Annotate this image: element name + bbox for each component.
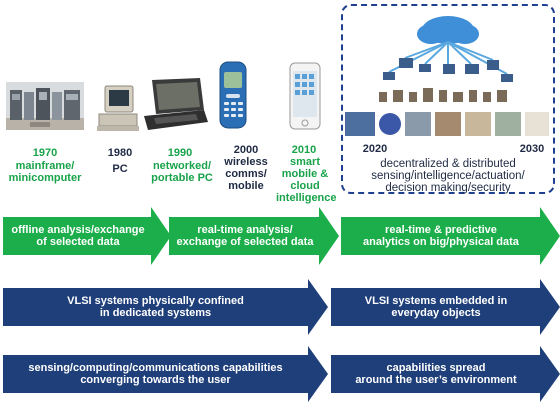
arrow-capabilities-converging: sensing/computing/communications capabil… — [3, 346, 328, 402]
laptop-image — [138, 76, 210, 132]
arrow-vlsi-embedded: VLSI systems embedded in everyday object… — [331, 279, 560, 335]
cloud-connected-devices-image — [345, 8, 551, 138]
arrow-offline-analysis: offline analysis/exchange of selected da… — [3, 207, 171, 265]
pc-image — [95, 82, 141, 132]
future-era-frame — [341, 4, 555, 194]
arrow-predictive-analytics-text: real-time & predictive analytics on big/… — [363, 224, 519, 248]
arrow-capabilities-converging-text: sensing/computing/communications capabil… — [28, 362, 283, 386]
year-1990: 1990 — [167, 147, 193, 159]
arrow-capabilities-spread-text: capabilities spread around the user’s en… — [355, 362, 517, 386]
year-2010: 2010 — [291, 144, 317, 156]
arrow-offline-analysis-text: offline analysis/exchange of selected da… — [11, 224, 145, 248]
mainframe-image — [6, 82, 84, 130]
era-label-2000: wireless comms/ mobile — [224, 156, 268, 192]
era-label-1980: PC — [112, 163, 128, 175]
arrow-realtime-analysis-text: real-time analysis/ exchange of selected… — [176, 224, 314, 248]
year-1980: 1980 — [107, 147, 133, 159]
smartphone-image — [288, 62, 322, 130]
era-label-2010: smart mobile & cloud intelligence — [276, 156, 337, 204]
arrow-vlsi-confined: VLSI systems physically confined in dedi… — [3, 279, 328, 335]
arrow-capabilities-spread: capabilities spread around the user’s en… — [331, 346, 560, 402]
mobile-phone-image — [216, 60, 250, 130]
year-1970: 1970 — [32, 147, 58, 159]
year-2030: 2030 — [519, 143, 545, 155]
era-label-1970: mainframe/ minicomputer — [8, 160, 82, 184]
arrow-vlsi-embedded-text: VLSI systems embedded in everyday object… — [364, 295, 508, 319]
era-label-1990: networked/ portable PC — [151, 160, 213, 184]
arrow-realtime-analysis: real-time analysis/ exchange of selected… — [169, 207, 339, 265]
arrow-predictive-analytics: real-time & predictive analytics on big/… — [341, 207, 560, 265]
future-label: decentralized & distributed sensing/inte… — [371, 158, 525, 194]
year-2000: 2000 — [233, 144, 259, 156]
arrow-vlsi-confined-text: VLSI systems physically confined in dedi… — [67, 295, 244, 319]
year-2020: 2020 — [362, 143, 388, 155]
